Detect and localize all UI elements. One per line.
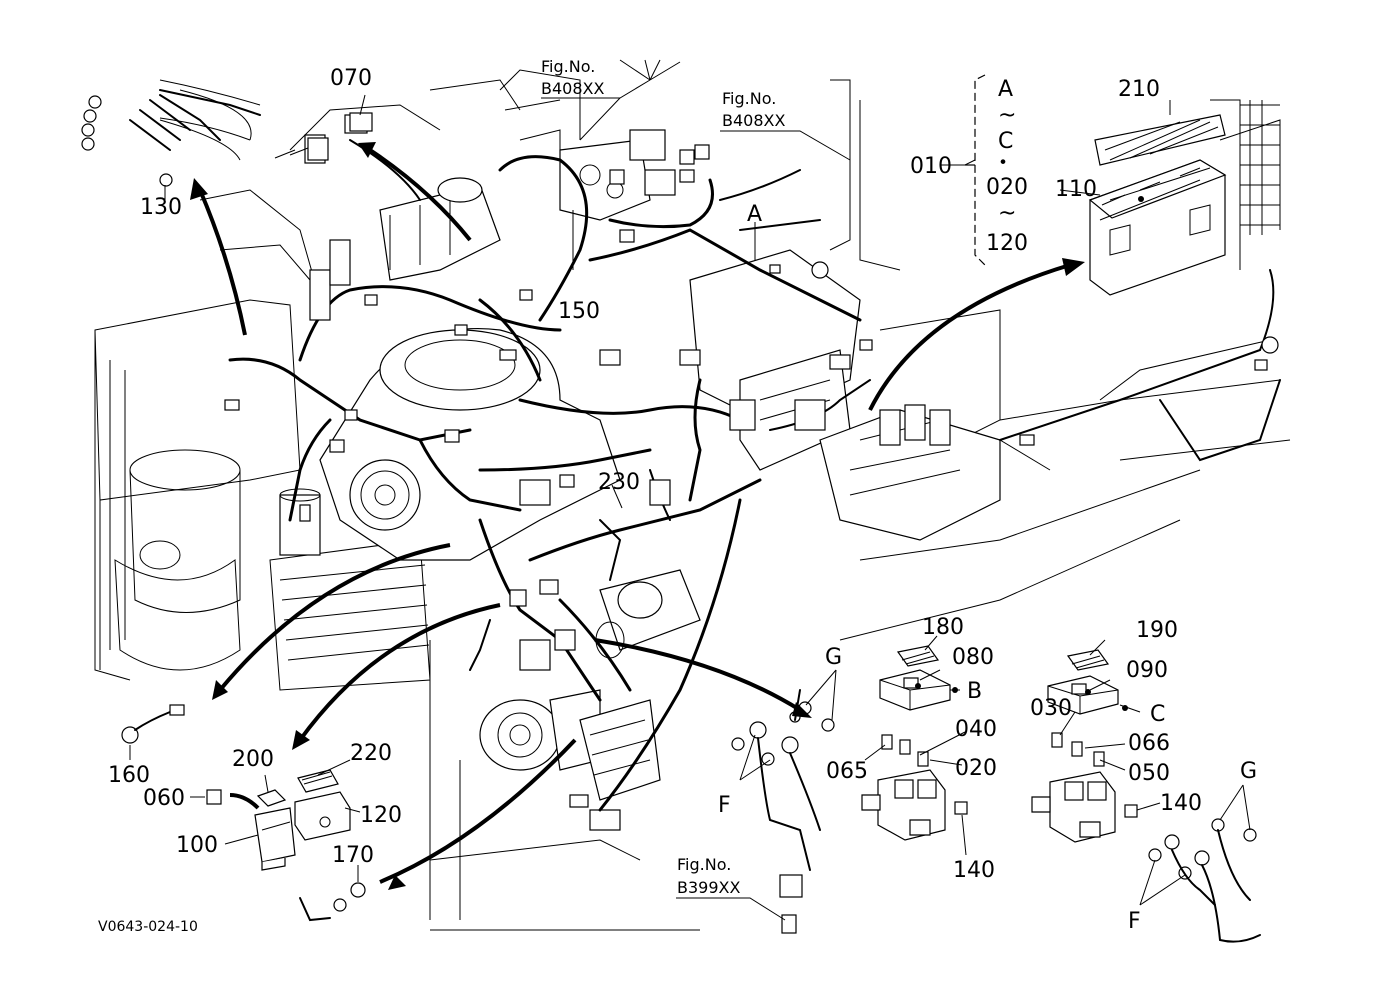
range-label-120: 120 [986,231,1028,256]
fig-ref-3-line1: Fig.No. [677,855,731,874]
fuse-block-110 [1088,114,1227,296]
fig-ref-2-line2: B408XX [722,111,785,130]
label-150: 150 [558,299,600,324]
harness-connectors [224,169,1279,808]
label-080: 080 [952,645,994,670]
wire-harness [129,89,1281,812]
label-180: 180 [922,615,964,640]
label-160: 160 [108,763,150,788]
ref-label-g-middle: G [825,645,842,670]
lower-left-parts [121,704,366,922]
fig-ref-3-line2: B399XX [677,878,740,897]
range-tilde-1: ~ [998,103,1016,128]
ref-label-g-right: G [1240,759,1257,784]
ring-terminals-130 [81,79,261,187]
label-110: 110 [1055,177,1097,202]
label-030: 030 [1030,696,1072,721]
fig-ref-2-line1: Fig.No. [722,89,776,108]
drawing-code: V0643-024-10 [98,919,198,935]
ref-label-f-middle: F [718,793,731,818]
ground-terminals-middle [731,689,835,934]
label-210: 210 [1118,77,1160,102]
label-200: 200 [232,747,274,772]
relay-090 [1047,649,1119,715]
label-140-right: 140 [1160,791,1202,816]
label-170: 170 [332,843,374,868]
label-230: 230 [598,470,640,495]
figure-references: Fig.No. B408XX Fig.No. B408XX Fig.No. B3… [541,57,785,897]
label-090: 090 [1126,658,1168,683]
label-120: 120 [360,803,402,828]
ref-label-b: B [967,679,982,704]
label-220: 220 [350,741,392,766]
ground-terminals-right [1148,818,1261,943]
part-number-labels: 070 130 150 230 210 110 010 A ~ C ・ 020 … [108,66,1257,934]
connector-070 [289,112,373,161]
range-tilde-2: ~ [998,201,1016,226]
relay-080 [879,645,951,711]
range-label-c: C [998,129,1013,154]
ref-label-a: A [747,202,762,227]
ref-label-f-right: F [1128,909,1141,934]
range-dot: ・ [992,151,1014,176]
label-140-left: 140 [953,858,995,883]
fuse-holder-left [861,734,968,841]
fig-ref-1-line1: Fig.No. [541,57,595,76]
range-label-a: A [998,77,1013,102]
fig-ref-1-line2: B408XX [541,79,604,98]
label-070: 070 [330,66,372,91]
fuse-holder-right [1031,732,1138,843]
range-label-020: 020 [986,175,1028,200]
label-020: 020 [955,756,997,781]
label-190: 190 [1136,618,1178,643]
label-100: 100 [176,833,218,858]
range-bracket [965,74,986,266]
reference-dots [952,687,1128,711]
callout-arrows [190,142,1085,890]
label-060: 060 [143,786,185,811]
label-050: 050 [1128,761,1170,786]
label-010: 010 [910,154,952,179]
vent-grille [1240,100,1280,235]
label-065: 065 [826,759,868,784]
label-130: 130 [140,195,182,220]
label-040: 040 [955,717,997,742]
ref-label-c: C [1150,702,1165,727]
label-066: 066 [1128,731,1170,756]
